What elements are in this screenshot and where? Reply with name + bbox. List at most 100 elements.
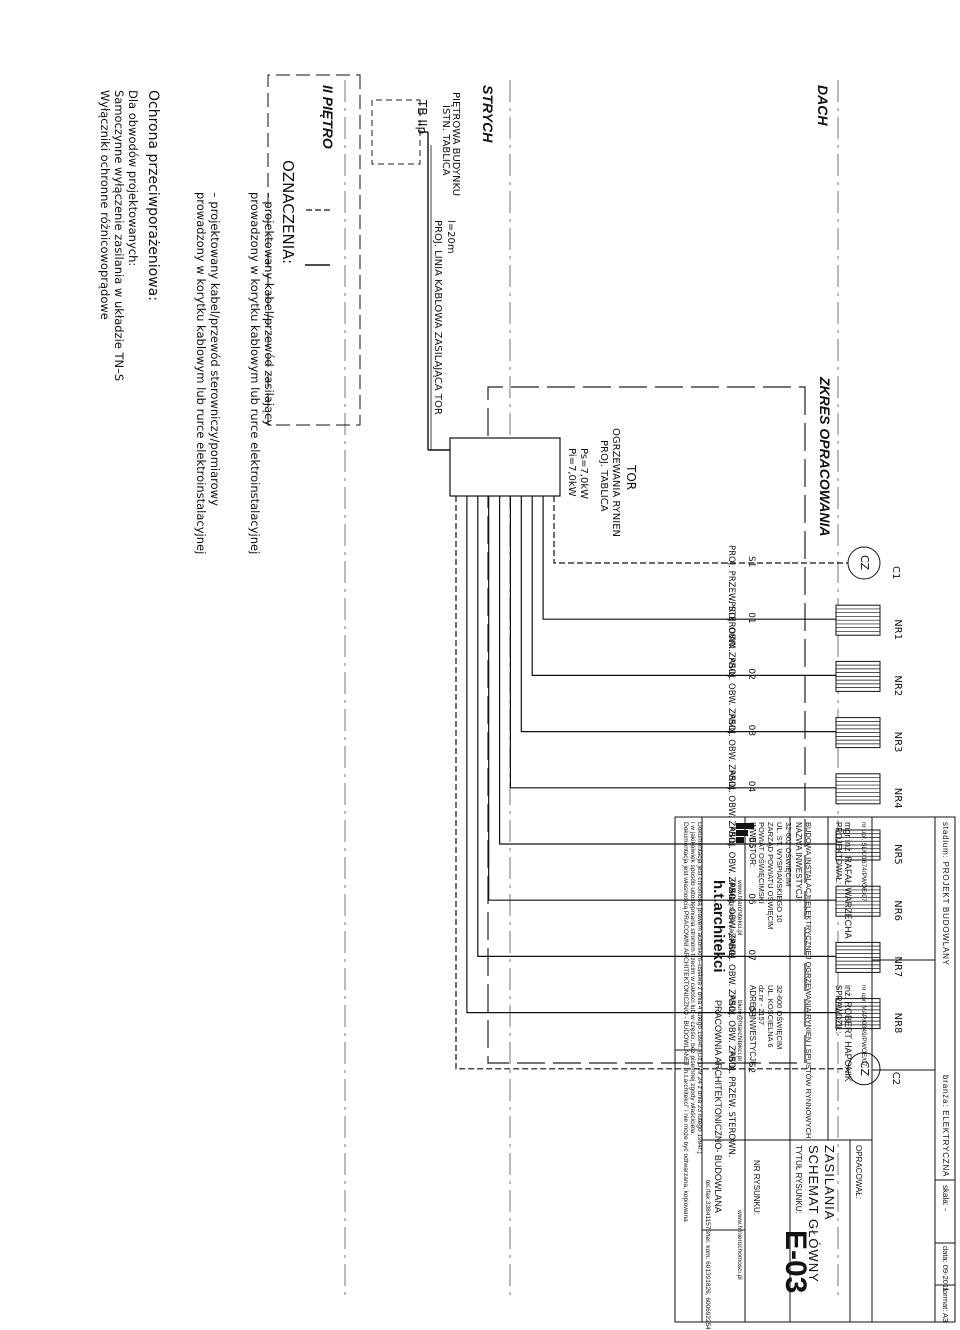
drawing-title-label: TYTUŁ RYSUNKU: [794,1145,803,1214]
sensor-c1 [847,546,881,580]
tor-board-name: TOR [624,465,638,491]
level-label-roof: DACH [815,85,831,126]
firm-phone: tel./fax.338411573/tel. kom. 601391826, … [704,1180,711,1330]
circuit-line-01 [542,496,685,620]
prepared-label: OPRACOWAŁ: [854,1145,863,1199]
firm-www: www.htarchitekci.pl [736,880,743,936]
device-label-nr6: NR6 [892,900,903,921]
scope-label: ZKRES OPRACOWANIA [817,377,833,537]
designer-name: mgr inż. RAFAŁ WARZECHA [843,822,853,939]
heater-element-nr5 [835,829,881,861]
drawing-no-label: NR RYSUNKU: [752,1160,761,1215]
heater-element-nr4 [835,773,881,805]
project-name: BUDOWA INSTALACJI ELEKTRYCZNEJ OGRZEWANI… [804,822,813,1139]
level-label-floor: II PIĘTRO [320,85,336,149]
title-block-frame [674,816,956,1323]
circuit-id-01: 01 [746,612,756,624]
protection-line1: Dla obwodów projektowanych: [126,90,140,267]
circuit-line-05 [499,496,685,845]
firm-email: biuro@htarchitekci.pl [736,1000,743,1061]
circuit-line-08 [466,496,685,1014]
circuit-id-02: 02 [746,668,756,680]
existing-board-tag: TB IIp [415,100,429,135]
stage-field: stadium: PROJEKT BUDOWLANY [941,822,950,966]
circuit-line-02 [531,496,685,676]
cable-length: l=20m [445,220,456,254]
designer-label: PROJEKTOWAŁ: [834,822,843,885]
heater-element-nr2 [835,660,881,692]
device-label-c1: C1 [890,566,901,580]
device-label-nr5: NR5 [892,844,903,865]
circuit-id-03: 03 [746,724,756,737]
circuit-line-s2 [455,496,685,1070]
tor-board-pi: Pi=7,0kW [566,448,577,497]
circuit-id-04: 04 [746,780,756,793]
legend-item1-line2: prowadzony w korytku kablowym lub rurce … [248,192,262,555]
checker-name: inż. ROBERT HAPONIK [843,985,853,1082]
branch-field: branża: ELEKTRYCZNA [941,1075,950,1178]
heater-element-nr1 [835,604,881,636]
heater-element-nr7 [835,941,881,973]
circuit-desc-s2: PROJ. PRZEW. STEROWN. [726,1050,736,1158]
tor-board-ps: Ps=7,0kW [578,448,589,500]
circuit-id-07: 07 [746,949,756,961]
device-label-nr2: NR2 [892,675,903,697]
existing-board-box [371,99,421,165]
address-label: ADRES INWESTYCJI: [748,985,757,1066]
firm-desc: PRACOWNIA ARCHITEKTONICZNO- BUDOWLANA [713,1000,723,1213]
format-field: format: A3 [941,1288,950,1323]
drawing-title-line1: SCHEMAT GŁÓWNY [806,1145,821,1283]
device-label-nr1: NR1 [892,619,903,640]
heater-element-nr8 [835,998,881,1030]
scope-frame [487,386,806,1064]
heater-element-nr6 [835,885,881,917]
checker-license: nr upr. MAP/0349/PWOE/07 [860,985,867,1067]
investor-line4: 32-602 OŚWIĘCIM [784,822,793,887]
device-label-nr3: NR3 [892,731,903,753]
level-label-attic: STRYCH [480,85,496,143]
copyright-line1: Dokumentacja jest własnością PRACOWNI AR… [682,822,689,1222]
investor-line3: UL. ST. WYSPIAŃSKIEGO 10 [775,822,784,923]
copyright-line2: i w jakikolwiek sposób udostępniana stro… [689,822,696,1136]
address-line2: UL. KOŚCIELNA 6 [766,985,775,1048]
circuit-line-07 [477,496,685,957]
tor-board-label-1: PROJ. TABLICA [598,440,609,512]
protection-line3: Wyłączniki ochronne różnicowoprądowe [98,90,112,320]
circuit-line-04 [509,496,685,789]
sensor-symbol-c1: CZ [858,555,871,571]
protection-line2: Samoczynne wyłączenie zasilania w układz… [112,90,126,382]
legend-item2-line1: – projektowany kabel/przewód sterowniczy… [208,192,222,506]
firm-address: ul. Władysława Jagiełły 24 [728,880,735,956]
device-label-nr7: NR7 [892,956,903,978]
drawing-title-line2: ZASILANIA [822,1145,837,1221]
circuit-id-06: 06 [746,893,756,905]
investor-line1: POWIAT OŚWIĘCIMSKI [757,822,766,904]
legend-title: OZNACZENIA: [279,160,297,265]
tor-board-box [449,437,561,497]
investor-label: INWESTOR: [748,822,757,868]
existing-board-label-1: ISTN. TABLICA [440,105,451,176]
device-label-c2: C2 [890,1071,901,1086]
legend-item1-line1: – projektowany kabel/przewód zasilający [262,192,276,427]
cable-label: PROJ. LINIA KABLOWA ZASILAJĄCA TOR [432,220,443,415]
firm-name: h.t.architekci [710,880,727,973]
tor-board-label-2: OGRZEWANIA RYNIEN [610,428,621,538]
address-line1: dz.nr - 2157 [757,985,766,1026]
heater-element-nr3 [835,717,881,749]
device-label-nr8: NR8 [892,1012,903,1034]
circuit-line-03 [520,496,685,733]
protection-title: Ochrona przeciwporażeniowa: [145,90,161,301]
investor-line2: ZARZĄD POWIATU OŚWIĘCIM [766,822,775,930]
circuit-id-s1: S1 [746,556,756,568]
existing-board-label-2: PIĘTROWA BUDYNKU [450,92,461,197]
circuit-line-06 [488,496,685,901]
designer-license: nr upr. SLK/1674/PWOE/07 [860,822,867,902]
copyright-line3: Dokumentacja jest chroniona prawem autor… [696,822,703,1154]
checker-label: SPRAWDZIŁ: [834,985,843,1034]
project-name-label: NAZWA INWESTYCJI: [794,822,803,904]
legend-item2-line2: prowadzony w korytku kablowym lub rurce … [194,192,208,555]
scale-field: skala: - [941,1185,950,1211]
date-field: data: 09-2011 [941,1246,950,1292]
